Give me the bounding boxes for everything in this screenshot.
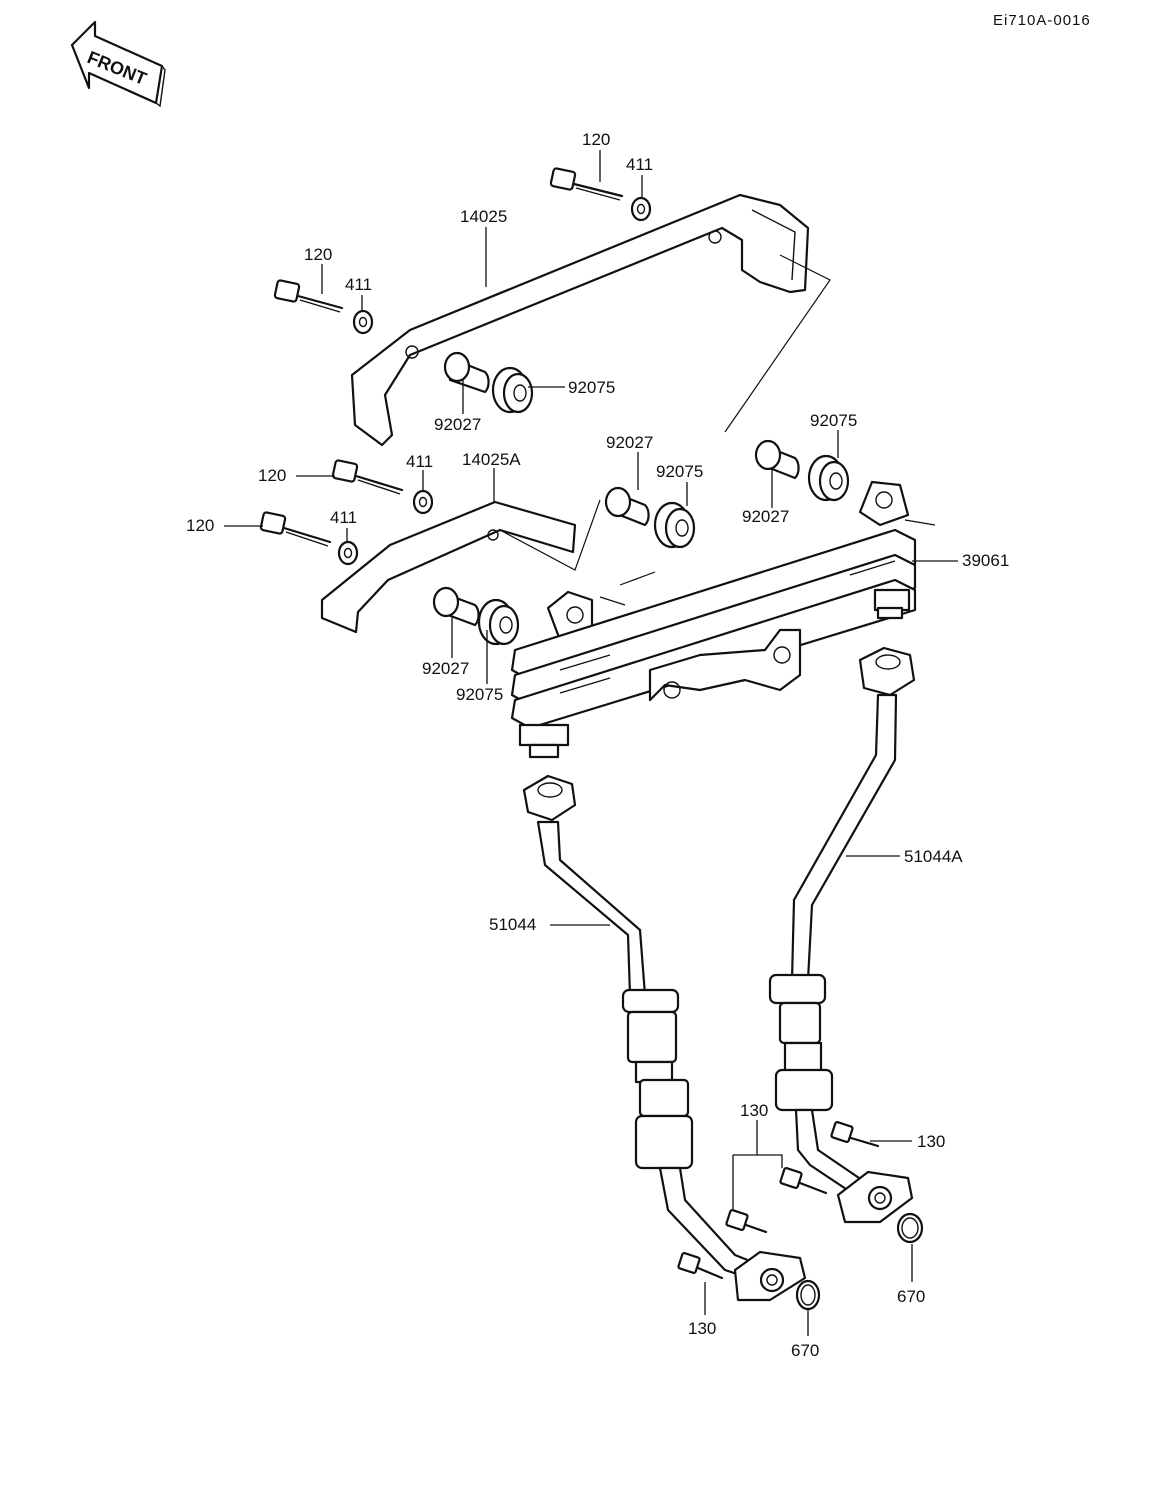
bolt-120-top	[549, 167, 624, 201]
label-bolt-120-mid2: 120	[186, 516, 214, 535]
washer-411-mid1	[412, 489, 434, 515]
label-bracket-14025A: 14025A	[462, 450, 521, 469]
label-oring-670-b: 670	[897, 1287, 925, 1306]
label-bolt-130-a: 130	[740, 1101, 768, 1120]
label-oring-670-a: 670	[791, 1341, 819, 1360]
label-grommet-92075-a: 92075	[568, 378, 615, 397]
grommet-92075-a	[491, 366, 534, 414]
oring-670-b	[896, 1212, 924, 1244]
washer-411-mid2	[337, 540, 359, 566]
label-grommet-92075-c: 92075	[810, 411, 857, 430]
grommet-92075-c	[807, 454, 850, 502]
bolt-130-c	[725, 1209, 768, 1234]
label-collar-92027-d: 92027	[422, 659, 469, 678]
washer-411-top	[630, 196, 652, 222]
collar-92027-c	[754, 439, 800, 480]
collar-92027-a	[443, 351, 490, 394]
label-bolt-120-left: 120	[304, 245, 332, 264]
label-cooler-39061: 39061	[962, 551, 1009, 570]
grommet-92075-b	[653, 501, 696, 549]
label-bolt-120-top: 120	[582, 130, 610, 149]
label-bolt-120-mid1: 120	[258, 466, 286, 485]
label-bracket-14025: 14025	[460, 207, 507, 226]
label-collar-92027-c: 92027	[742, 507, 789, 526]
bolt-120-mid2	[259, 511, 332, 547]
oil-cooler-39061	[510, 480, 917, 759]
label-pipe-51044A: 51044A	[904, 847, 963, 866]
label-collar-92027-a: 92027	[434, 415, 481, 434]
washer-411-left	[352, 309, 374, 335]
label-bolt-130-c: 130	[688, 1319, 716, 1338]
collar-92027-b	[604, 486, 650, 527]
leader-lines	[224, 150, 958, 1336]
alignment-lines	[499, 254, 936, 606]
bolt-120-left	[273, 279, 344, 313]
label-washer-411-left: 411	[345, 275, 372, 294]
pipe-51044	[522, 774, 807, 1302]
bracket-14025	[350, 193, 810, 447]
label-washer-411-mid1: 411	[406, 452, 433, 471]
label-bolt-130-b: 130	[917, 1132, 945, 1151]
label-grommet-92075-d: 92075	[456, 685, 503, 704]
bolt-130-a	[830, 1121, 880, 1148]
bolt-130-d	[677, 1252, 724, 1280]
pipe-51044A	[768, 646, 916, 1224]
oring-670-a	[795, 1279, 821, 1311]
grommet-92075-d	[477, 598, 520, 646]
label-collar-92027-b: 92027	[606, 433, 653, 452]
label-washer-411-mid2: 411	[330, 508, 357, 527]
document-code: Ei710A-0016	[993, 12, 1091, 29]
collar-92027-d	[432, 586, 480, 627]
bolt-130-b	[779, 1167, 828, 1195]
label-washer-411-top: 411	[626, 155, 653, 174]
front-arrow-icon: FRONT	[70, 20, 166, 108]
bolt-120-mid1	[331, 459, 404, 495]
label-pipe-51044: 51044	[489, 915, 536, 934]
label-grommet-92075-b: 92075	[656, 462, 703, 481]
